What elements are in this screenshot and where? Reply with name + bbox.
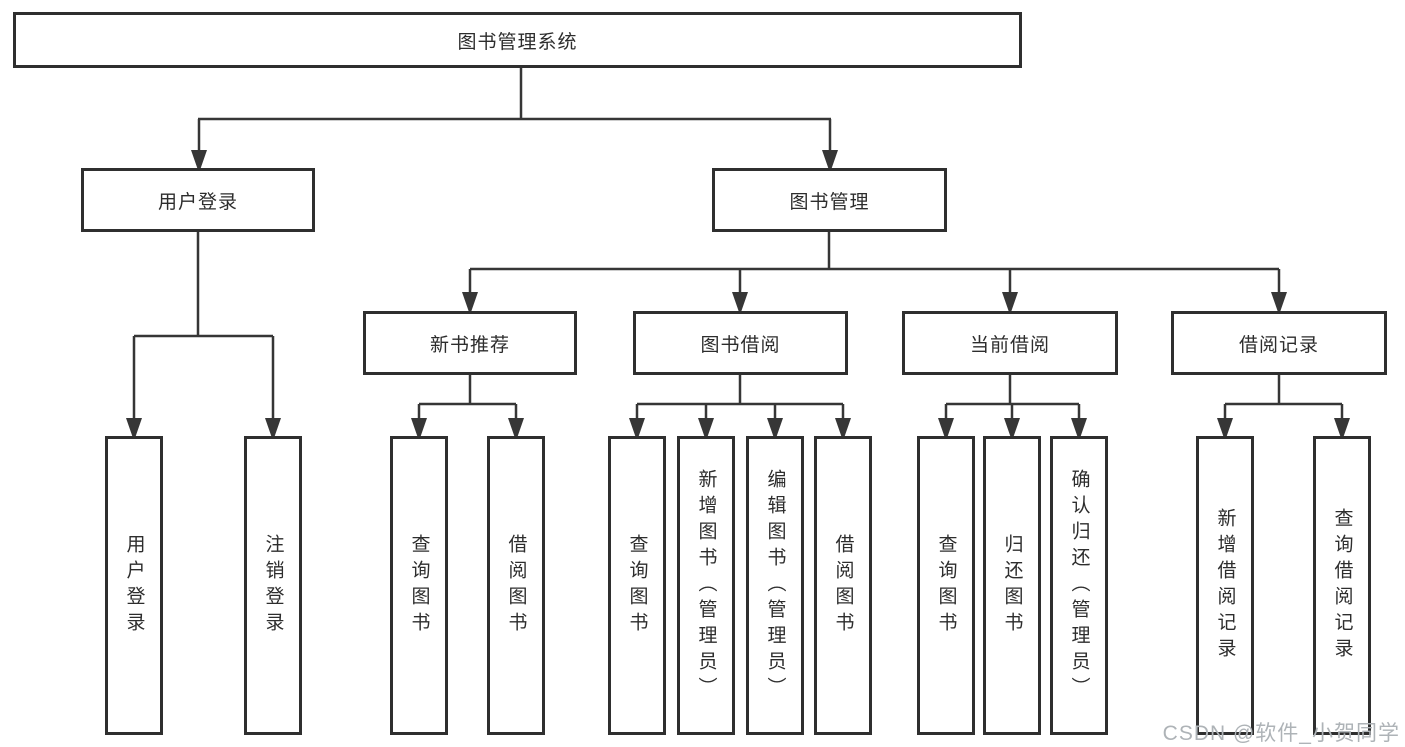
leaf-label: 用户登录 bbox=[123, 533, 145, 638]
leaf-confirm-return-admin: 确认归还（管理员） bbox=[1050, 436, 1108, 735]
leaf-add-books-admin: 新增图书（管理员） bbox=[677, 436, 735, 735]
connector-user-login-to-leaves bbox=[126, 232, 281, 441]
leaf-query-books-current: 查询图书 bbox=[917, 436, 975, 735]
connector-new-book-to-leaves bbox=[411, 375, 524, 441]
leaf-borrow-books-borrowing: 借阅图书 bbox=[814, 436, 872, 735]
leaf-label: 新增借阅记录 bbox=[1214, 507, 1236, 664]
node-label: 借阅记录 bbox=[1238, 334, 1319, 356]
leaf-label: 归还图书 bbox=[1001, 533, 1023, 638]
node-label: 图书管理系统 bbox=[457, 31, 578, 53]
node-label: 新书推荐 bbox=[429, 334, 510, 356]
leaf-label: 借阅图书 bbox=[832, 533, 854, 638]
leaf-user-login: 用户登录 bbox=[105, 436, 163, 735]
node-book-management: 图书管理 bbox=[712, 168, 947, 232]
leaf-label: 注销登录 bbox=[262, 533, 284, 638]
node-library-management-system: 图书管理系统 bbox=[13, 12, 1022, 68]
leaf-query-borrowing-record: 查询借阅记录 bbox=[1313, 436, 1371, 735]
node-label: 图书管理 bbox=[789, 191, 870, 213]
leaf-label: 确认归还（管理员） bbox=[1068, 468, 1090, 703]
node-label: 图书借阅 bbox=[700, 334, 781, 356]
leaf-borrow-books-recommend: 借阅图书 bbox=[487, 436, 545, 735]
node-new-book-recommendation: 新书推荐 bbox=[363, 311, 577, 375]
leaf-label: 查询图书 bbox=[626, 533, 648, 638]
leaf-return-books: 归还图书 bbox=[983, 436, 1041, 735]
leaf-label: 新增图书（管理员） bbox=[695, 468, 717, 703]
leaf-edit-books-admin: 编辑图书（管理员） bbox=[746, 436, 804, 735]
node-user-login: 用户登录 bbox=[81, 168, 315, 232]
csdn-watermark: CSDN @软件_小贺同学 bbox=[1162, 722, 1400, 745]
connector-current-borrowing-to-leaves bbox=[938, 375, 1087, 441]
node-borrowing-records: 借阅记录 bbox=[1171, 311, 1387, 375]
leaf-label: 查询图书 bbox=[935, 533, 957, 638]
leaf-label: 查询图书 bbox=[408, 533, 430, 638]
leaf-logout: 注销登录 bbox=[244, 436, 302, 735]
leaf-label: 编辑图书（管理员） bbox=[764, 468, 786, 703]
connector-root-to-level2 bbox=[191, 68, 838, 173]
node-label: 当前借阅 bbox=[969, 334, 1050, 356]
leaf-query-books-recommend: 查询图书 bbox=[390, 436, 448, 735]
leaf-query-books-borrowing: 查询图书 bbox=[608, 436, 666, 735]
leaf-label: 借阅图书 bbox=[505, 533, 527, 638]
connector-borrowing-records-to-leaves bbox=[1217, 375, 1350, 441]
connector-book-management-to-level3 bbox=[462, 231, 1287, 315]
node-label: 用户登录 bbox=[157, 191, 238, 213]
connector-book-borrowing-to-leaves bbox=[629, 375, 851, 441]
leaf-label: 查询借阅记录 bbox=[1331, 507, 1353, 664]
node-current-borrowing: 当前借阅 bbox=[902, 311, 1118, 375]
leaf-add-borrowing-record: 新增借阅记录 bbox=[1196, 436, 1254, 735]
node-book-borrowing: 图书借阅 bbox=[633, 311, 848, 375]
